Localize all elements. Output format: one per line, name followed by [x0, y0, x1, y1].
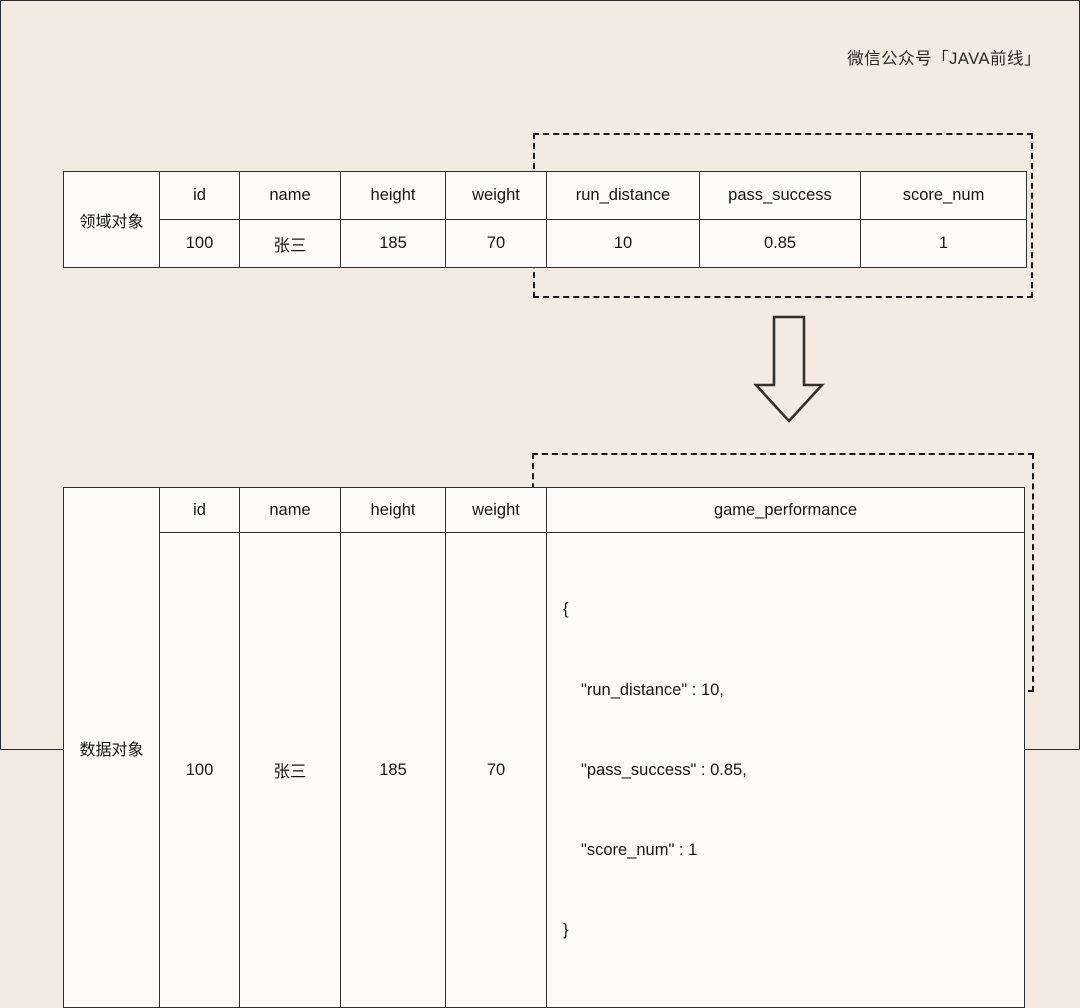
value-cell-game-performance-json: { "run_distance" : 10, "pass_success" : …	[546, 531, 1025, 1008]
header-cell-name: name	[239, 487, 341, 533]
value-cell-id: 100	[159, 219, 240, 268]
json-line-run-distance: "run_distance" : 10,	[581, 680, 724, 699]
table-row-values: 100 张三 185 70 10 0.85 1	[64, 219, 1027, 268]
header-cell-id: id	[159, 487, 240, 533]
data-object-table: 数据对象 id name height weight game_performa…	[63, 486, 1025, 1008]
value-cell-id: 100	[159, 531, 240, 1008]
value-cell-weight: 70	[445, 219, 547, 268]
header-cell-score-num: score_num	[860, 171, 1027, 220]
table-row-header: 领域对象 id name height weight run_distance …	[63, 171, 1027, 268]
value-cell-pass-success: 0.85	[699, 219, 861, 268]
header-cell-name: name	[239, 171, 341, 220]
header-cell-height: height	[340, 171, 446, 220]
json-open-brace: {	[563, 600, 569, 619]
value-cell-height: 185	[340, 219, 446, 268]
json-line-score-num: "score_num" : 1	[581, 840, 698, 859]
domain-object-table: 领域对象 id name height weight run_distance …	[63, 171, 1027, 268]
json-line-pass-success: "pass_success" : 0.85,	[581, 760, 747, 779]
header-cell-weight: weight	[445, 487, 547, 533]
down-arrow-icon	[753, 315, 825, 423]
header-cell-pass-success: pass_success	[699, 171, 861, 220]
header-cell-run-distance: run_distance	[546, 171, 700, 220]
domain-table-row-label: 领域对象	[63, 171, 160, 268]
header-cell-id: id	[159, 171, 240, 220]
header-cell-game-performance: game_performance	[546, 487, 1025, 533]
header-cell-height: height	[340, 487, 446, 533]
table-row-values: 100 张三 185 70 { "run_distance" : 10, "pa…	[64, 531, 1025, 1008]
header-cell-weight: weight	[445, 171, 547, 220]
value-cell-name: 张三	[239, 219, 341, 268]
value-cell-weight: 70	[445, 531, 547, 1008]
data-table-row-label: 数据对象	[63, 486, 160, 1008]
value-cell-height: 185	[340, 531, 446, 1008]
json-close-brace: }	[563, 921, 569, 940]
table-row-header: 数据对象 id name height weight game_performa…	[63, 486, 1025, 1008]
value-cell-name: 张三	[239, 531, 341, 1008]
value-cell-score-num: 1	[860, 219, 1027, 268]
watermark-label: 微信公众号「JAVA前线」	[847, 50, 1041, 68]
value-cell-run-distance: 10	[546, 219, 700, 268]
